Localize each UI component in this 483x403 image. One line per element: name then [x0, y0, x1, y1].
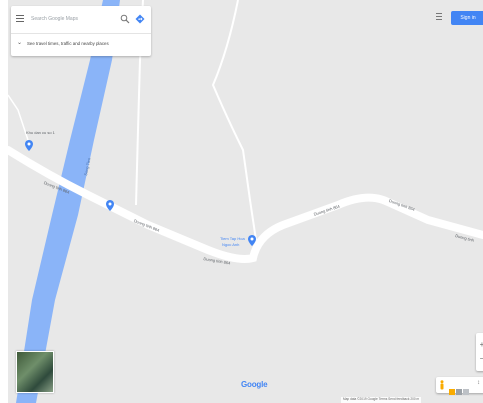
search-icon[interactable] — [120, 14, 130, 24]
search-bar — [11, 6, 151, 32]
place-label: Tiem Tap Hoa — [220, 236, 245, 241]
apps-icon[interactable] — [436, 13, 444, 22]
pegman-icon[interactable] — [439, 380, 445, 390]
main-road — [8, 146, 483, 263]
place-label: Ngoc Anh — [222, 242, 240, 247]
map-pin-icon[interactable] — [248, 235, 256, 246]
search-input[interactable] — [31, 13, 111, 25]
map-controls-bar: ↕ — [436, 377, 483, 395]
side-road-3 — [8, 94, 29, 141]
search-card: ⌄ See travel times, traffic and nearby p… — [11, 6, 151, 56]
side-road-2 — [211, 0, 257, 241]
place-label: Khu dan cu so 1 — [26, 130, 55, 135]
satellite-layer-thumbnail[interactable] — [16, 351, 54, 393]
zoom-in-button[interactable]: + — [476, 339, 483, 351]
google-logo: Google — [241, 380, 268, 389]
attribution: Map data ©2019 Google Terms Send feedbac… — [341, 397, 422, 403]
map-base-layer — [8, 0, 483, 403]
suggestion-text: See travel times, traffic and nearby pla… — [27, 41, 109, 46]
zoom-control: + − — [476, 333, 483, 371]
directions-icon[interactable] — [135, 14, 145, 24]
map-pin-icon[interactable] — [25, 140, 33, 151]
river-shape — [16, 0, 120, 403]
chevron-down-icon: ⌄ — [17, 40, 23, 46]
divider — [11, 33, 151, 34]
map-pin-icon[interactable] — [106, 200, 114, 211]
travel-times-suggestion[interactable]: ⌄ See travel times, traffic and nearby p… — [11, 34, 151, 56]
layer-swatches[interactable] — [449, 382, 471, 395]
menu-icon[interactable] — [16, 15, 24, 23]
map-canvas[interactable]: Khu dan cu so 1 Song Tien Duong tinh 864… — [8, 0, 483, 403]
sign-in-button[interactable]: Sign in — [451, 11, 483, 25]
expand-icon[interactable]: ↕ — [477, 380, 480, 386]
zoom-out-button[interactable]: − — [476, 353, 483, 365]
